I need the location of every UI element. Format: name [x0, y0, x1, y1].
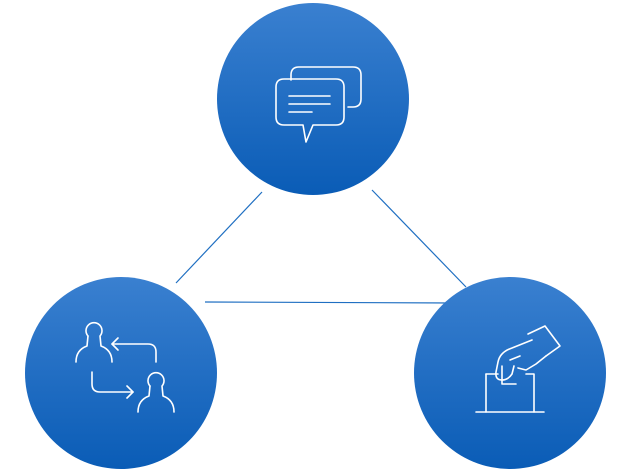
node-top-circle	[217, 3, 409, 195]
people-exchange-icon	[75, 321, 175, 413]
chat-bubbles-icon	[275, 66, 362, 143]
edge-top-to-right	[371, 189, 467, 288]
node-bottom-right	[414, 277, 606, 469]
node-bottom-left	[25, 277, 217, 469]
node-top	[217, 3, 409, 195]
edge-left-to-right	[204, 301, 456, 304]
node-bottom-left-circle	[25, 277, 217, 469]
node-bottom-right-circle	[414, 277, 606, 469]
edge-top-to-left	[175, 191, 263, 284]
hand-ballot-box-icon	[475, 325, 561, 413]
edges	[175, 189, 467, 304]
